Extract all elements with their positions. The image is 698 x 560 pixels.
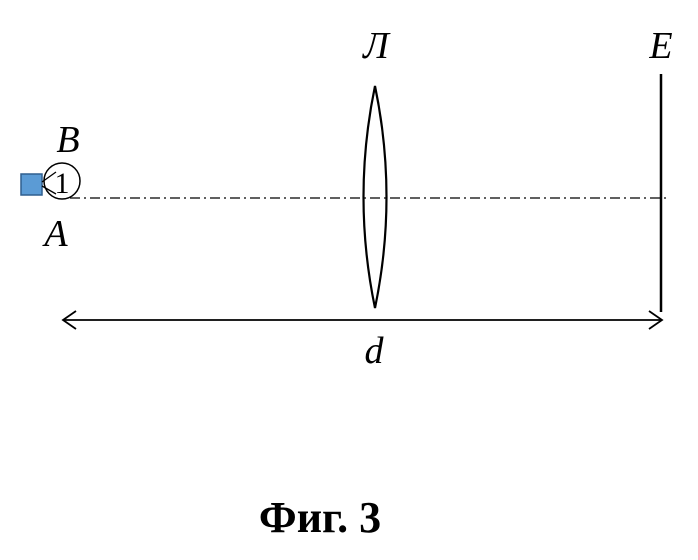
- lens: [362, 85, 388, 309]
- distance-label: d: [365, 330, 385, 372]
- distance-arrowhead-left: [61, 310, 77, 330]
- lens-label: Л: [362, 25, 391, 67]
- point-b-label: B: [56, 119, 79, 161]
- distance-arrowhead-right: [648, 310, 664, 330]
- source-box: [20, 173, 43, 196]
- point-a-label: A: [41, 213, 68, 255]
- figure-caption: Фиг. 3: [259, 493, 381, 542]
- screen-label: E: [648, 25, 672, 67]
- source-connector-top: [41, 171, 57, 183]
- source-number-label: 1: [55, 167, 70, 200]
- source-connector-bottom: [41, 185, 57, 195]
